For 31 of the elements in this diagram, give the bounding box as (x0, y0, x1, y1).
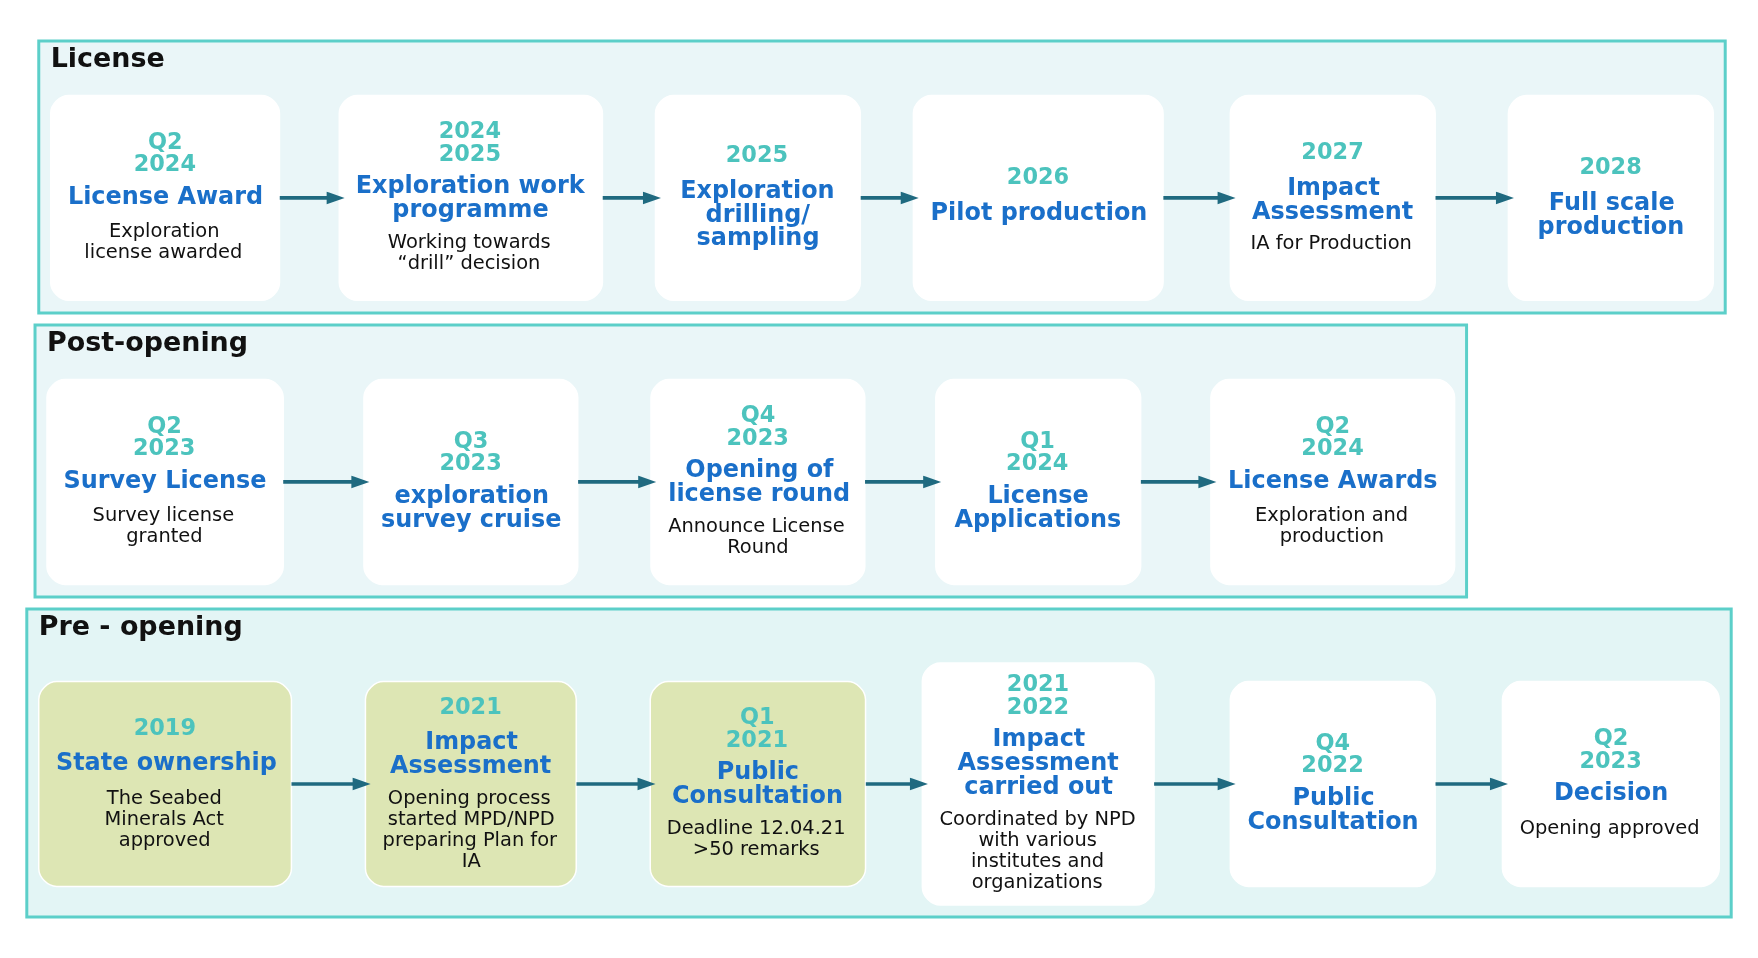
arrow (602, 191, 661, 205)
arrow (279, 191, 345, 205)
node-box: Q2 2023 Survey License Survey license granted (46, 378, 284, 586)
node-box: Q1 2021 Public Consultation Deadline 12.04.21 >50 remarks (649, 680, 867, 888)
arrow (1163, 191, 1236, 205)
node-box: Q3 2023 exploration survey cruise (363, 378, 579, 586)
arrow (1154, 777, 1236, 791)
node-box: 2026 Pilot production (912, 94, 1164, 302)
arrow (865, 777, 928, 791)
node-box: 2028 Full scale production (1507, 94, 1714, 302)
node-box: 2027 Impact Assessment IA for Production (1229, 94, 1436, 302)
node-box: 2024 2025 Exploration work programme Working towards “drill” decision (338, 94, 604, 302)
node-box: Q2 2023 Decision Opening approved (1501, 680, 1720, 888)
node-box: Q4 2022 Public Consultation (1229, 680, 1436, 888)
arrow (1140, 475, 1217, 489)
arrow (578, 475, 657, 489)
arrow (576, 777, 656, 791)
arrow (1435, 191, 1514, 205)
node-box: Q1 2024 License Applications (935, 378, 1142, 586)
node-box: 2019 State ownership The Seabed Minerals Act approved (38, 680, 293, 888)
arrow (865, 475, 942, 489)
node-box: 2025 Exploration drilling/ sampling (654, 94, 862, 302)
arrow (291, 777, 371, 791)
node-box: Q2 2024 License Awards Exploration and production (1210, 378, 1456, 586)
node-box: Q4 2023 Opening of license round Announce License Round (650, 378, 866, 586)
arrow (860, 191, 919, 205)
node-box: 2021 2022 Impact Assessment carried out Coordinated by NPD with various institutes and organizations (921, 662, 1155, 906)
arrow (283, 475, 370, 489)
node-box: Q2 2024 License Award Exploration license awarded (49, 94, 281, 302)
node-box: 2021 Impact Assessment Opening process started MPD/NPD preparing Plan for IA (364, 680, 577, 888)
arrow (1435, 777, 1508, 791)
